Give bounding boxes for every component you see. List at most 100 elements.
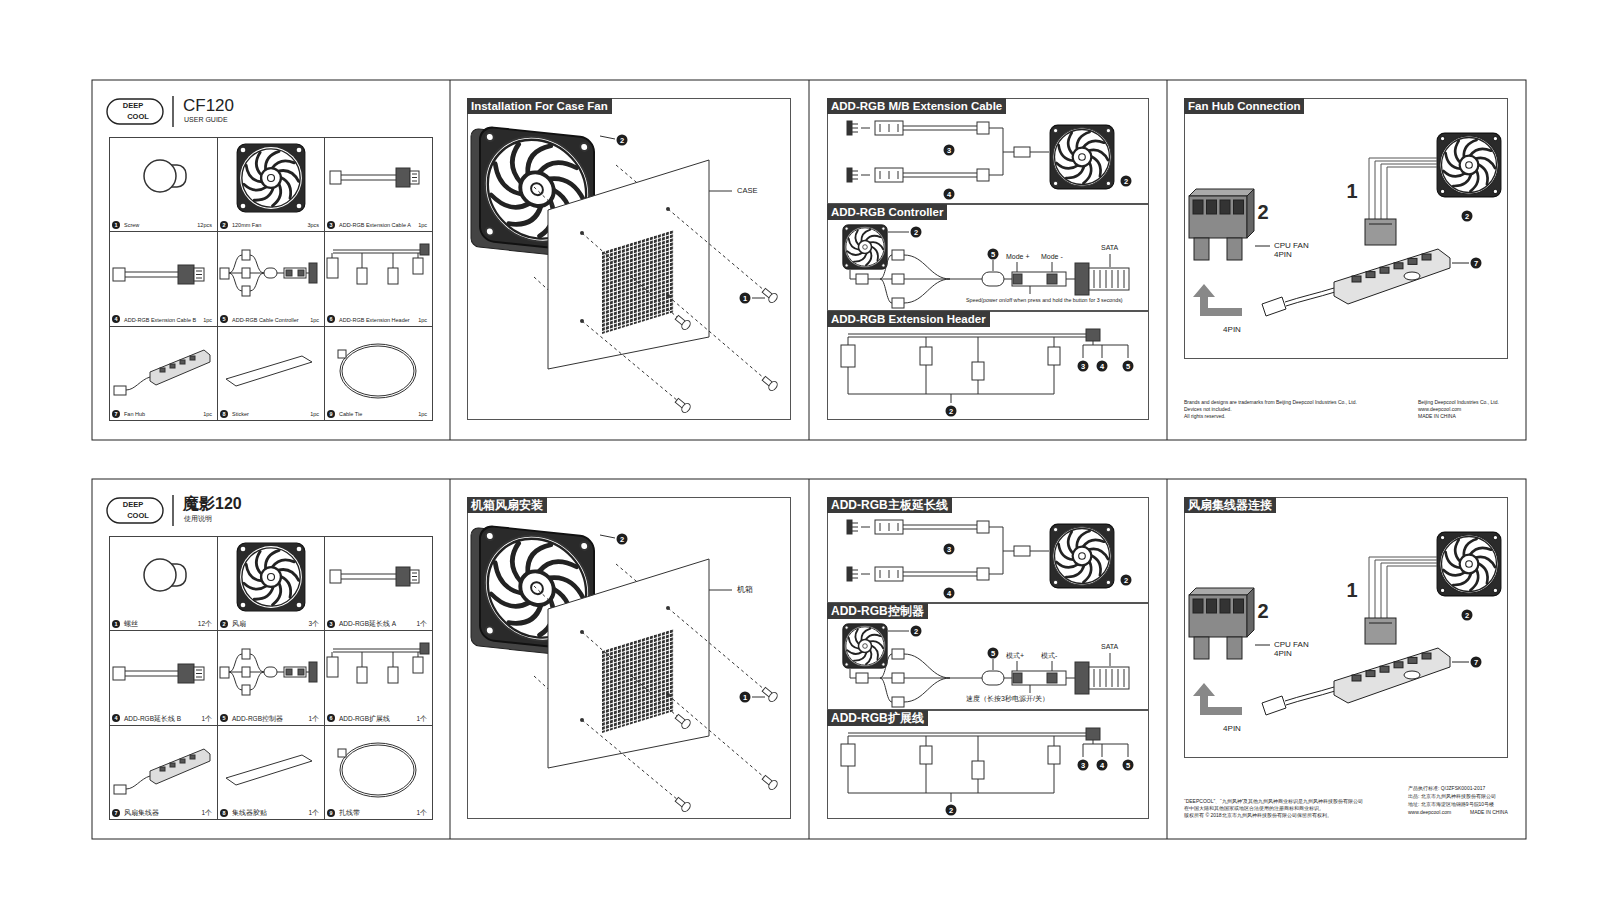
section-heading: ADD-RGB扩展线 [827,710,928,726]
step-number: 1 [1346,180,1357,203]
callout-number: 5 [1123,760,1134,771]
part-cell: 风扇3个 [217,536,325,631]
callout-number: 5 [220,714,228,722]
part-quantity: 1个 [201,809,212,816]
english-guide-drawing [92,80,1526,440]
part-quantity: 1个 [416,715,427,722]
footer-note: 地址: 北京市海淀区地锦路9号院10号楼 [1408,802,1494,808]
footer-note: MADE IN CHINA [1418,414,1456,420]
part-cell: 螺丝12个 [109,536,218,631]
label-text: 速度（长按3秒电源开/关） [966,695,1049,703]
callout-number: 2 [911,227,922,238]
section-heading: ADD-RGB Extension Header [827,311,990,327]
part-quantity: 1pc [418,317,427,323]
part-quantity: 1pc [310,411,319,417]
footer-note: MADE IN CHINA [1470,810,1508,816]
part-cell: 风扇集线器1个 [109,725,218,820]
part-cell: ADD-RGB扩展线1个 [324,630,433,726]
callout-number: 4 [944,588,955,599]
part-quantity: 1个 [308,715,319,722]
part-name: 集线器胶贴 [232,809,267,816]
callout-number: 4 [1097,361,1108,372]
section-frame: ADD-RGB M/B Extension Cable [827,98,1149,204]
label-text: DEEP [123,501,143,510]
part-cell: Cable Tie 1pc [324,326,433,421]
part-cell: ADD-RGB Extension Header1pc [324,231,433,327]
section-heading: 机箱风扇安装 [467,497,547,513]
callout-number: 9 [327,809,335,817]
footer-note: 产品执行标准: Q/JZFSK0001-2017 [1408,786,1485,792]
label-text: 4PIN [1223,724,1241,733]
part-quantity: 1pc [418,222,427,228]
part-quantity: 1pc [203,411,212,417]
footer-note: All rights reserved. [1184,414,1225,420]
callout-number: 3 [327,620,335,628]
callout-number: 7 [112,410,120,418]
section-heading: ADD-RGB主板延长线 [827,497,952,513]
section-frame: ADD-RGB主板延长线 [827,497,1149,603]
section-heading: 风扇集线器连接 [1184,497,1276,513]
section-heading: ADD-RGB控制器 [827,603,928,619]
part-name: ADD-RGB Extension Cable A [339,222,411,228]
part-quantity: 1个 [416,809,427,816]
callout-number: 1 [112,620,120,628]
step-number: 2 [1257,201,1268,224]
label-text: 4PIN [1223,325,1241,334]
footer-note: 在中国大陆和其他国家或地区合法使用的注册商标和商业标识。 [1184,806,1324,812]
label-text: CF120 [183,96,234,116]
part-name: Cable Tie [339,411,362,417]
callout-number: 2 [617,135,628,146]
footer-note: www.deepcool.com [1408,810,1451,816]
part-name: 风扇 [232,620,246,627]
part-quantity: 1pc [418,411,427,417]
part-cell: 扎线带1个 [324,725,433,820]
label-text: 机箱 [737,585,753,594]
part-name: Screw [124,222,139,228]
callout-number: 7 [112,809,120,817]
footer-note: 出品: 北京市九州风神科技股份有限公司 [1408,794,1496,800]
label-text: 使用说明 [184,515,212,523]
callout-number: 2 [220,221,228,229]
callout-number: 7 [1471,258,1482,269]
callout-number: 3 [1078,760,1089,771]
label-text: Mode + [1006,253,1030,261]
section-heading: Fan Hub Connection [1184,98,1304,114]
callout-number: 4 [112,714,120,722]
callout-number: 2 [946,406,957,417]
callout-number: 6 [327,714,335,722]
part-cell: ADD-RGB延长线 B1个 [109,630,218,726]
callout-number: 2 [1121,176,1132,187]
part-name: 螺丝 [124,620,138,627]
part-cell: 120mm Fan3pcs [217,137,325,232]
part-cell: Fan Hub1pc [109,326,218,421]
section-frame: 风扇集线器连接 [1184,497,1508,758]
callout-number: 7 [1471,657,1482,668]
part-quantity: 1个 [308,809,319,816]
callout-number: 3 [1078,361,1089,372]
part-cell: ADD-RGB延长线 A1个 [324,536,433,631]
callout-number: 2 [1121,575,1132,586]
label-text: USER GUIDE [184,116,228,124]
part-cell: ADD-RGB Cable Controller1pc [217,231,325,327]
label-text: Speed(power on/off when press and hold t… [966,297,1123,303]
callout-number: 3 [944,145,955,156]
part-name: ADD-RGB延长线 B [124,715,181,722]
section-frame: 机箱风扇安装 [467,497,791,819]
part-quantity: 1pc [203,317,212,323]
callout-number: 9 [327,410,335,418]
part-cell: ADD-RGB Extension Cable A 1pc [324,137,433,232]
part-quantity: 12pcs [197,222,212,228]
part-cell: 集线器胶贴 1个 [217,725,325,820]
callout-number: 1 [740,293,751,304]
callout-number: 3 [944,544,955,555]
callout-number: 4 [944,189,955,200]
callout-number: 2 [1462,610,1473,621]
part-cell: ADD-RGB Extension Cable B1pc [109,231,218,327]
label-text: CPU FAN 4PIN [1274,241,1318,259]
step-number: 2 [1257,600,1268,623]
part-quantity: 3pcs [307,222,319,228]
callout-number: 1 [112,221,120,229]
label-text: DEEP [123,102,143,111]
